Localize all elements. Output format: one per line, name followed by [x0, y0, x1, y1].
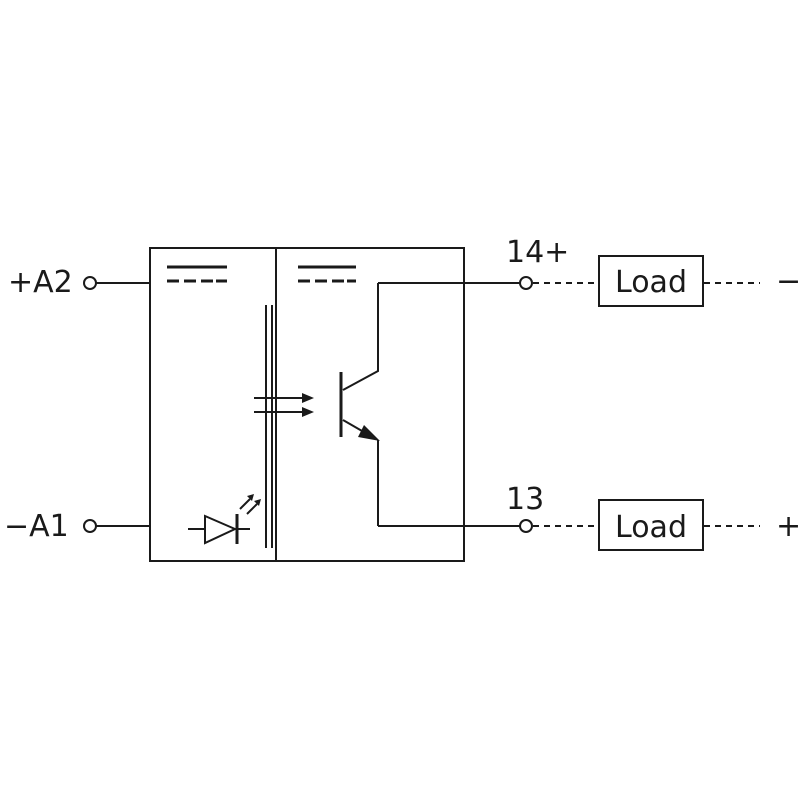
dc-symbol-input — [167, 265, 227, 283]
load-box-top — [598, 255, 704, 307]
supply-plus-label: + — [776, 509, 800, 544]
terminal-14-label: 14+ — [506, 235, 569, 270]
supply-minus-label: − — [776, 264, 800, 299]
light-coupling-arrows — [254, 393, 314, 417]
load-box-bottom — [598, 499, 704, 551]
load-label-bottom: Load — [615, 510, 687, 545]
dc-symbol-output — [298, 265, 356, 283]
terminal-13-label: 13 — [506, 482, 544, 517]
phototransistor-icon — [339, 283, 380, 526]
terminal-a1 — [83, 519, 97, 533]
led-icon — [188, 494, 261, 545]
terminal-14 — [519, 276, 533, 290]
terminal-a2 — [83, 276, 97, 290]
isolation-barrier — [265, 305, 273, 548]
relay-housing — [149, 247, 465, 562]
load-label-top: Load — [615, 265, 687, 300]
terminal-13 — [519, 519, 533, 533]
terminal-a1-label: −A1 — [4, 509, 69, 544]
terminal-a2-label: +A2 — [8, 265, 73, 300]
